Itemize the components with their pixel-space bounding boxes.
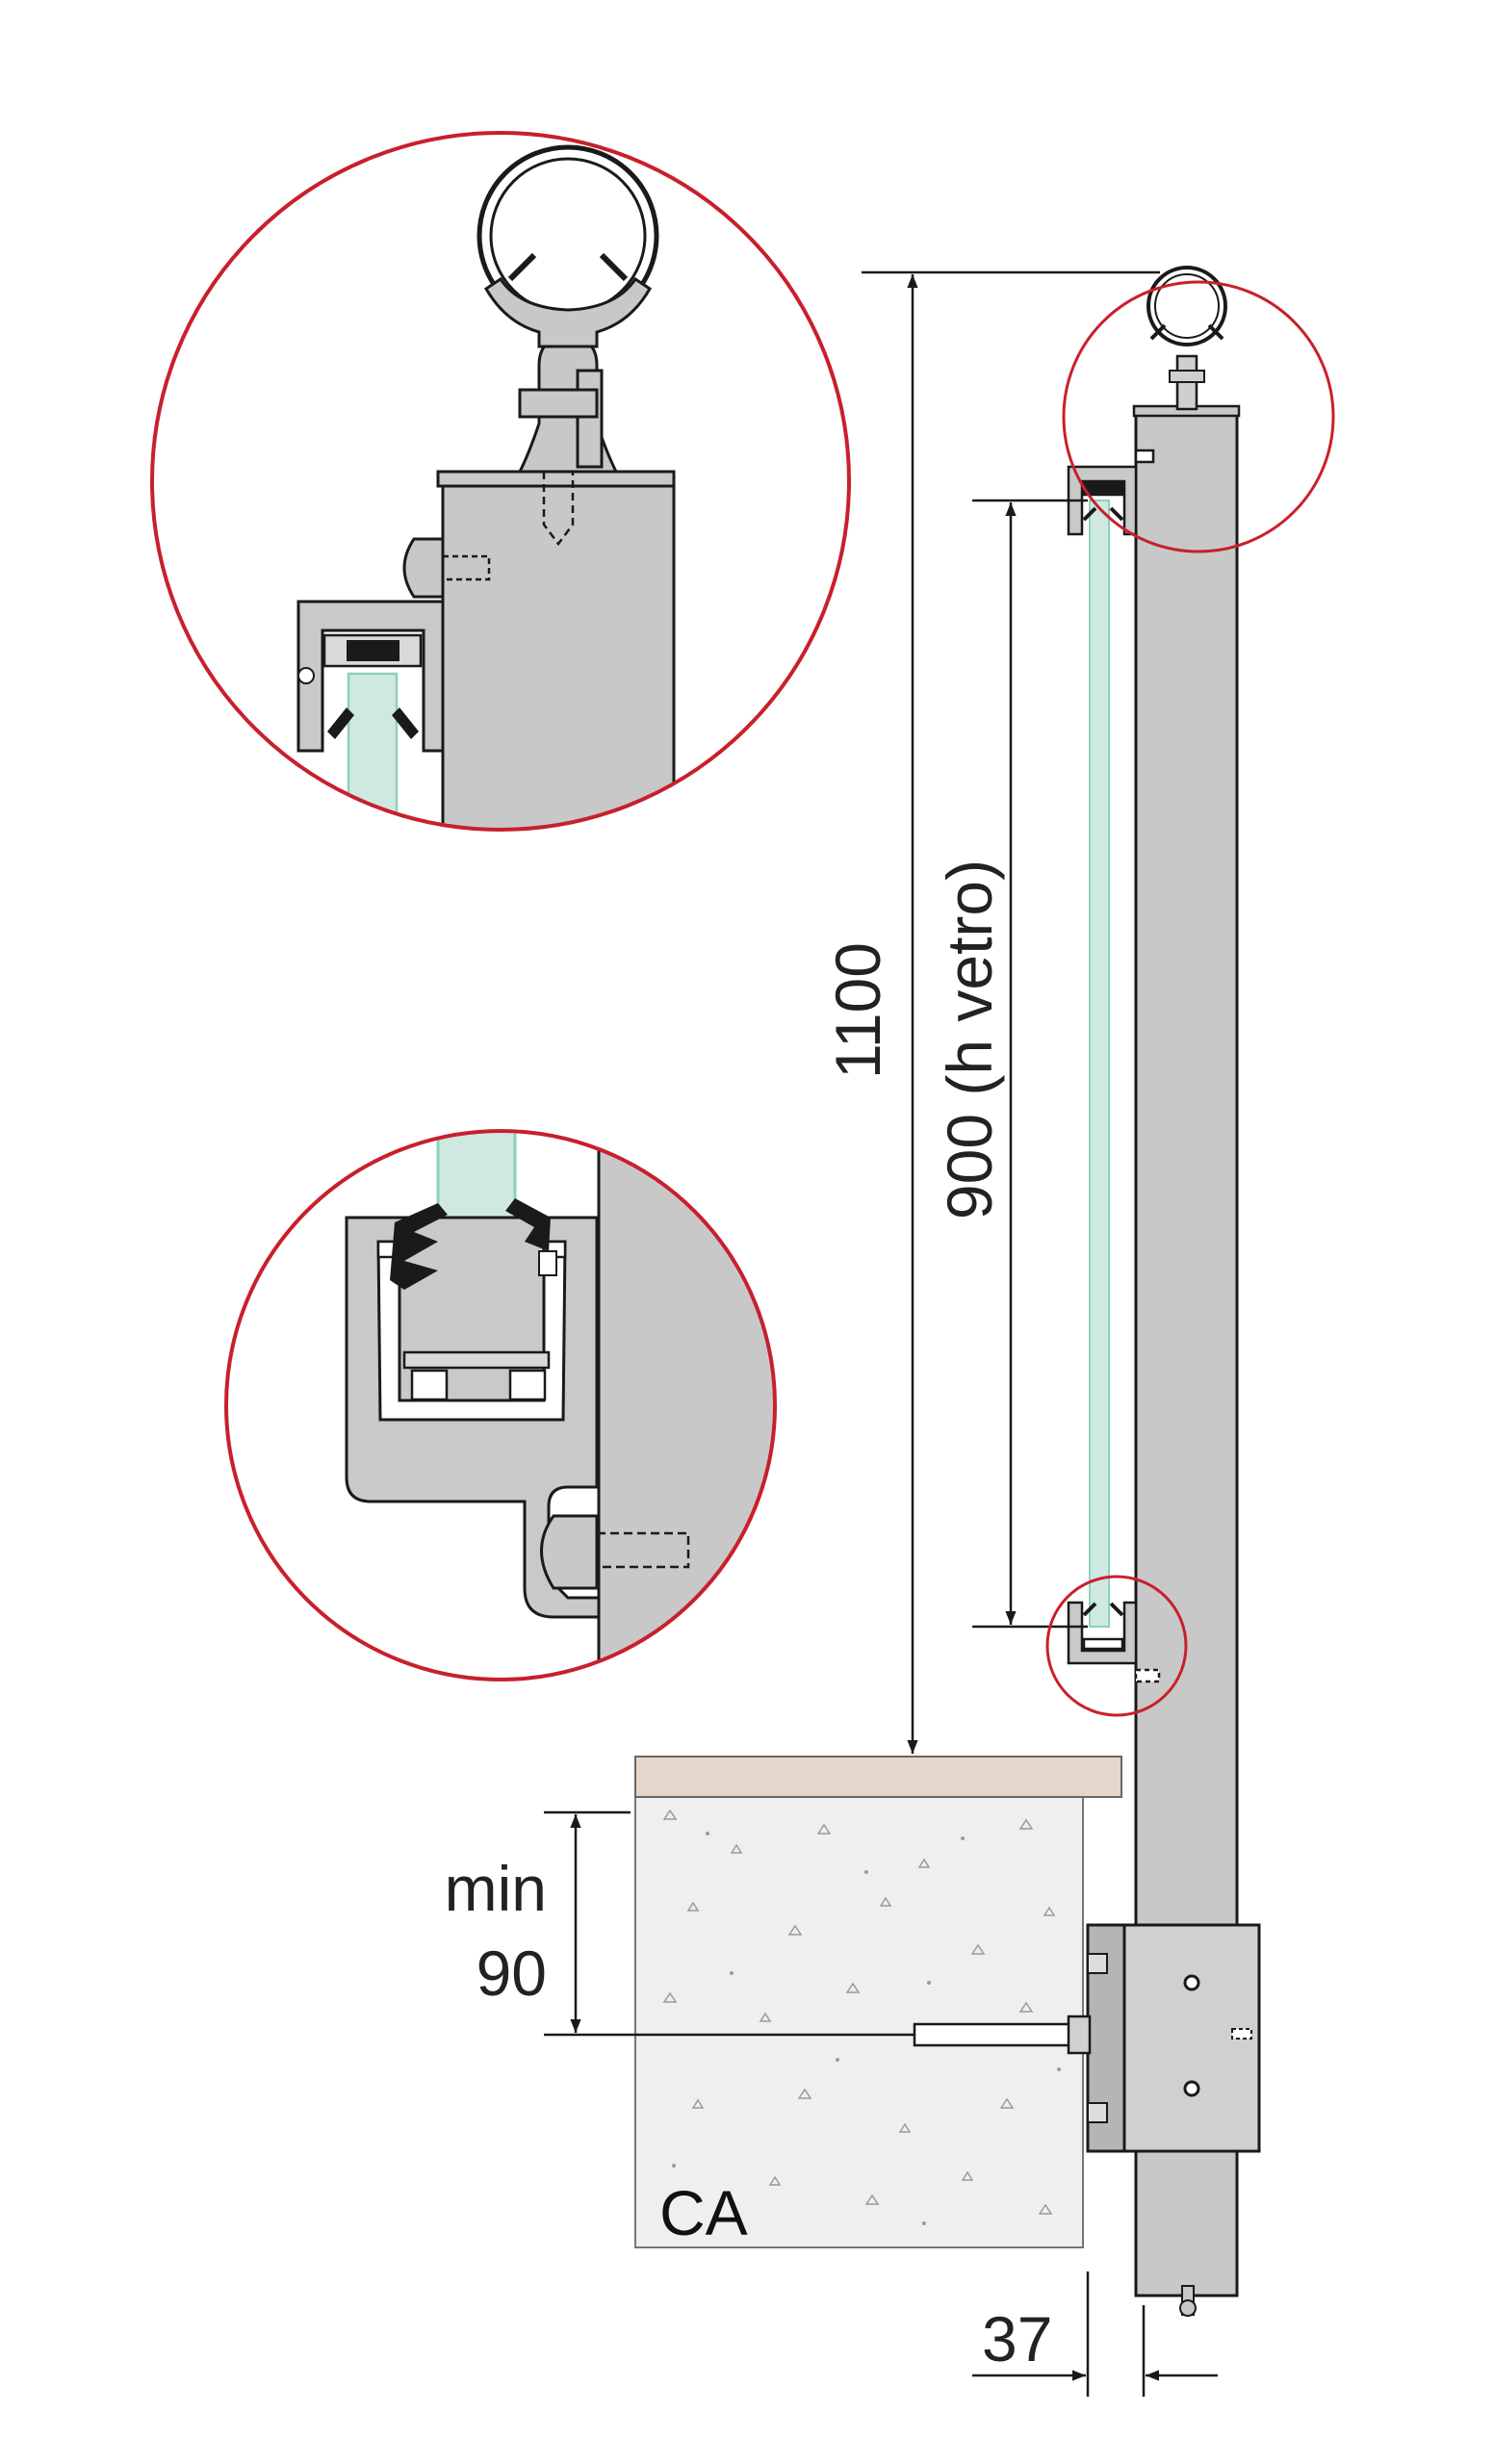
post-end-screw bbox=[1179, 2285, 1197, 2317]
label-total-height: 1100 bbox=[822, 942, 893, 1079]
dimension-total-height bbox=[862, 270, 1160, 1754]
floor-finish bbox=[634, 1756, 1122, 1798]
bottom-glass-profile bbox=[1067, 1601, 1161, 1683]
label-min: min bbox=[445, 1853, 547, 1924]
glass-panel bbox=[1089, 500, 1110, 1628]
base-fixing-bracket bbox=[1086, 1923, 1261, 2153]
label-substrate: CA bbox=[659, 2177, 748, 2248]
concrete-slab bbox=[634, 1794, 1084, 2248]
dimension-offset bbox=[972, 2272, 1218, 2397]
label-glass-height: 900 (h vetro) bbox=[934, 860, 1005, 1219]
detail-marker-bottom bbox=[1045, 1575, 1188, 1717]
detail-bottom-profile bbox=[226, 1131, 775, 1680]
dimension-glass-height bbox=[972, 499, 1088, 1629]
detail-top-handrail bbox=[152, 133, 849, 830]
dimension-min-anchor bbox=[544, 1810, 914, 2037]
detail-top-outline bbox=[150, 131, 851, 832]
detail-marker-top bbox=[1062, 280, 1335, 553]
detail-bottom-outline bbox=[224, 1129, 777, 1681]
label-offset: 37 bbox=[982, 2303, 1052, 2374]
label-min-value: 90 bbox=[477, 1938, 547, 2009]
